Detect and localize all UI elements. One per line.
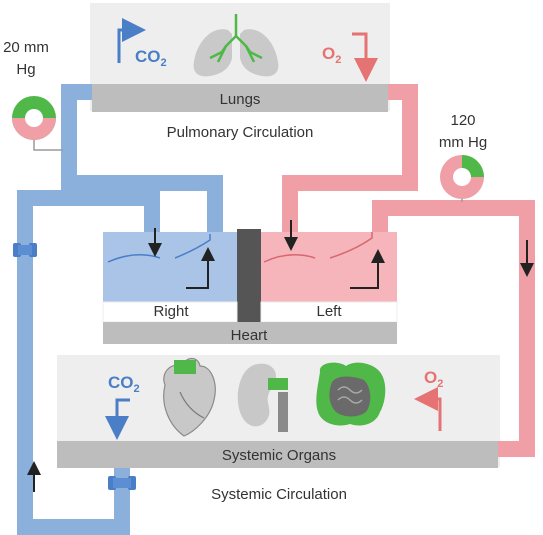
systemic-circulation-label: Systemic Circulation <box>211 486 347 503</box>
aorta <box>372 200 535 457</box>
o2-release-arrow <box>414 387 442 431</box>
o2-label-top: O2 <box>322 44 341 66</box>
kidney-icon <box>237 363 288 432</box>
right-heart-label: Right <box>153 303 189 320</box>
co2-exit-arrow <box>117 18 146 63</box>
vessel-clamps <box>13 243 136 490</box>
pressure-gauge-icon <box>12 96 56 140</box>
pulmonary-artery <box>61 84 223 236</box>
venous-vessels <box>17 84 223 535</box>
vena-cava <box>17 190 160 535</box>
pressure-high-value: 120 <box>450 112 475 129</box>
pulmonary-valve <box>174 234 211 259</box>
arterial-vessels <box>282 84 535 457</box>
pulmonary-circulation-label: Pulmonary Circulation <box>167 124 314 141</box>
flow-arrow-out-left <box>350 249 385 289</box>
pressure-gauge-icon <box>440 155 484 199</box>
right-heart-chamber <box>103 232 237 302</box>
systemic-organs-label: Systemic Organs <box>222 447 336 464</box>
mitral-valve <box>263 254 316 263</box>
pressure-low-value: 20 mm <box>3 39 49 56</box>
lungs-icon <box>193 14 279 77</box>
co2-label-top: CO2 <box>135 47 167 69</box>
lungs-label: Lungs <box>220 91 261 108</box>
pulmonary-vein <box>282 84 418 236</box>
pressure-low-unit: Hg <box>16 61 35 78</box>
heart-icon <box>163 357 216 437</box>
heart-label-bar <box>103 322 397 344</box>
o2-label-bottom: O2 <box>424 368 443 390</box>
o2-enter-arrow <box>352 32 378 82</box>
co2-label-bottom: CO2 <box>108 373 140 395</box>
systemic-organs-label-bar <box>57 441 498 468</box>
intestine-icon <box>316 362 386 426</box>
lungs-label-bar <box>92 84 388 112</box>
left-heart-chamber <box>261 232 397 302</box>
left-heart-label: Left <box>316 303 342 320</box>
co2-release-arrow <box>105 398 130 440</box>
gauge-connector-left <box>33 136 63 151</box>
heart-septum <box>237 229 261 322</box>
flow-arrow-out-right <box>186 247 215 289</box>
aortic-valve <box>329 232 373 259</box>
heart-label: Heart <box>231 327 269 344</box>
pressure-high-unit: mm Hg <box>439 134 487 151</box>
